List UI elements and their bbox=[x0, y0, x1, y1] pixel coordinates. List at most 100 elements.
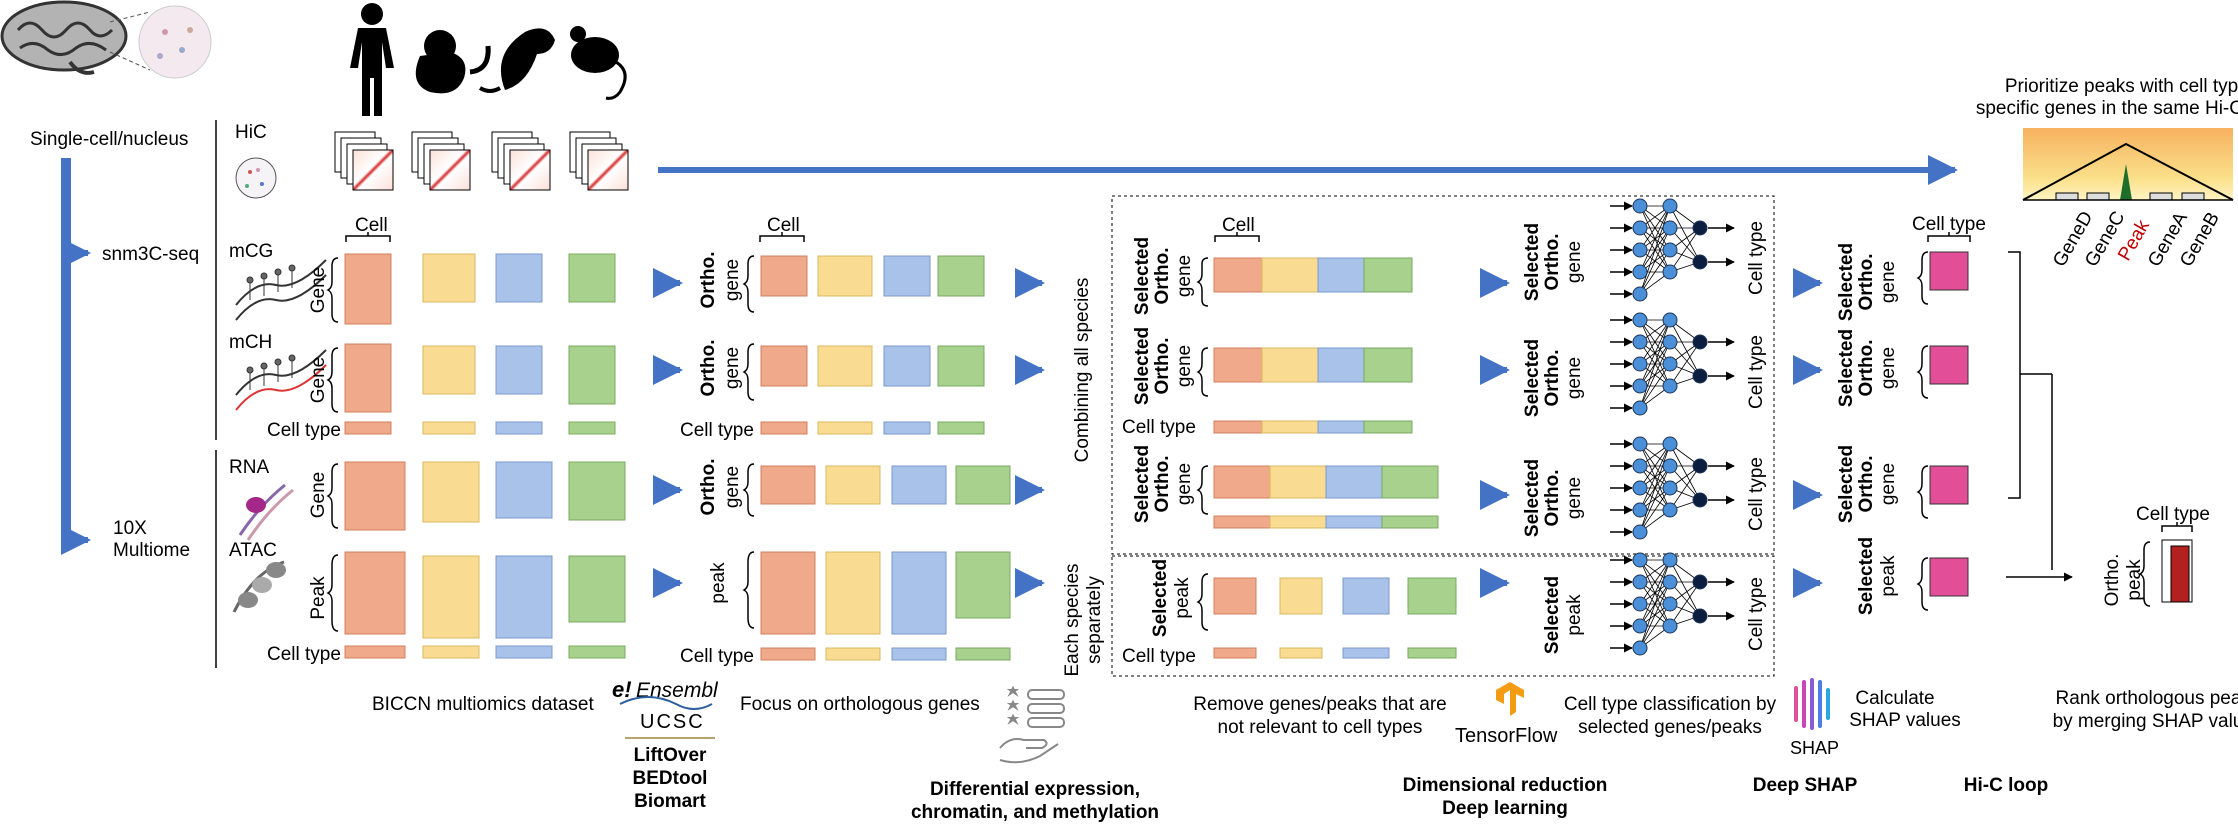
p6-celltype-brace bbox=[2161, 522, 2193, 532]
method-hic-loop: Hi-C loop bbox=[1964, 775, 2048, 796]
hic-label: HiC bbox=[235, 122, 267, 143]
svg-text:Selected: Selected bbox=[1132, 237, 1153, 315]
panel1-matrices bbox=[344, 253, 626, 659]
svg-text:Selected: Selected bbox=[1522, 339, 1543, 417]
multiome-label-2: Multiome bbox=[113, 540, 190, 561]
combined-dashed-box bbox=[1111, 195, 1775, 555]
svg-text:UCSC: UCSC bbox=[640, 711, 705, 733]
arrows-p1-p2 bbox=[653, 268, 683, 598]
svg-text:Cell type: Cell type bbox=[1746, 335, 1767, 409]
nn-labels: Selected Ortho. gene Selected Ortho. gen… bbox=[1522, 221, 1767, 654]
svg-text:gene: gene bbox=[722, 466, 743, 508]
p6-caption-2: by merging SHAP values bbox=[2053, 711, 2238, 732]
p3-row-labels: Selected Ortho. gene Selected Ortho. gen… bbox=[1132, 237, 1195, 637]
p6-title-2: specific genes in the same Hi-C loop bbox=[1976, 98, 2238, 119]
separately-label-2: separately bbox=[1084, 576, 1105, 664]
panel2-matrices bbox=[760, 255, 1011, 661]
svg-text:Ortho.: Ortho. bbox=[1542, 350, 1563, 407]
ranked-peaks-matrix bbox=[2138, 539, 2193, 607]
svg-text:Ortho.: Ortho. bbox=[1856, 340, 1877, 397]
svg-text:gene: gene bbox=[1878, 261, 1899, 303]
tool-liftover: LiftOver bbox=[634, 745, 707, 766]
svg-text:SHAP: SHAP bbox=[1790, 738, 1839, 758]
svg-text:Selected: Selected bbox=[1836, 243, 1857, 321]
svg-text:Selected: Selected bbox=[1522, 223, 1543, 301]
p5-brace bbox=[1916, 345, 1929, 399]
p2-brace bbox=[742, 463, 755, 517]
p6-row-labels: Ortho. peak bbox=[2102, 554, 2145, 607]
p1-brace bbox=[326, 554, 339, 632]
hic-loop-plot bbox=[2022, 128, 2234, 201]
svg-text:gene: gene bbox=[1174, 345, 1195, 387]
separate-dashed-box bbox=[1111, 555, 1775, 677]
p1-mcg-gene-label: Gene bbox=[308, 267, 329, 313]
p3-cell-label: Cell bbox=[1222, 215, 1255, 236]
p3-combined-celltype-label: Cell type bbox=[1122, 417, 1196, 438]
hic-cell-icon bbox=[235, 157, 277, 199]
neural-network bbox=[1610, 312, 1735, 416]
p5-celltype-brace bbox=[1927, 232, 1971, 242]
svg-text:gene: gene bbox=[1878, 347, 1899, 389]
shap-logo: SHAP bbox=[1790, 678, 1839, 758]
p1-brace bbox=[326, 257, 339, 323]
svg-text:peak: peak bbox=[2124, 559, 2145, 601]
atac-label: ATAC bbox=[229, 540, 277, 561]
neural-network bbox=[1610, 436, 1735, 540]
methylation-dna-icon-2 bbox=[235, 349, 327, 411]
panel3-matrices bbox=[1213, 257, 1457, 659]
method-deep-shap: Deep SHAP bbox=[1753, 775, 1858, 796]
p2-caption: Focus on orthologous genes bbox=[740, 694, 980, 715]
svg-text:Ortho.: Ortho. bbox=[1856, 254, 1877, 311]
svg-text:Ortho.: Ortho. bbox=[1152, 248, 1173, 305]
p5-row-labels: Selected Ortho. gene Selected Ortho. gen… bbox=[1836, 243, 1899, 615]
p3-brace bbox=[1196, 573, 1209, 631]
p5-caption-2: SHAP values bbox=[1849, 710, 1961, 731]
checklist-icon bbox=[999, 685, 1065, 764]
source-label: Single-cell/nucleus bbox=[30, 129, 188, 150]
svg-text:Selected: Selected bbox=[1150, 559, 1171, 637]
p3-brace bbox=[1196, 347, 1209, 397]
rna-label: RNA bbox=[229, 457, 269, 478]
mcg-label: mCG bbox=[229, 241, 273, 262]
p1-brace bbox=[326, 347, 339, 413]
p3-cell-brace bbox=[1214, 232, 1260, 242]
tool-biomart: Biomart bbox=[634, 791, 706, 812]
p1-mch-gene-label: Gene bbox=[308, 357, 329, 403]
svg-text:gene: gene bbox=[1564, 241, 1585, 283]
combining-label: Combining all species bbox=[1072, 278, 1093, 463]
hic-matrices bbox=[334, 131, 629, 191]
p2-snm3c-celltype-label: Cell type bbox=[680, 420, 754, 441]
svg-text:Ortho.: Ortho. bbox=[698, 252, 719, 309]
methylation-dna-icon bbox=[235, 259, 327, 321]
svg-text:TensorFlow: TensorFlow bbox=[1455, 725, 1558, 747]
svg-text:Selected: Selected bbox=[1132, 445, 1153, 523]
svg-text:gene: gene bbox=[1564, 357, 1585, 399]
svg-text:Selected: Selected bbox=[1836, 445, 1857, 523]
p3-caption-2: not relevant to cell types bbox=[1218, 717, 1423, 738]
p4-caption-2: selected genes/peaks bbox=[1578, 717, 1762, 738]
p1-multiome-celltype-label: Cell type bbox=[267, 644, 341, 665]
p2-row-labels: Ortho. gene Ortho. gene Ortho. gene peak bbox=[698, 252, 743, 604]
p1-atac-peak-label: Peak bbox=[308, 576, 329, 620]
svg-text:Ensembl: Ensembl bbox=[636, 679, 719, 702]
svg-text:Ortho.: Ortho. bbox=[2102, 554, 2123, 607]
method-dimensional-reduction: Dimensional reduction bbox=[1403, 775, 1608, 796]
monkey-icon bbox=[415, 30, 491, 94]
p6-caption-1: Rank orthologous peaks bbox=[2056, 688, 2238, 709]
svg-text:Ortho.: Ortho. bbox=[1152, 338, 1173, 395]
svg-text:gene: gene bbox=[722, 259, 743, 301]
tools2-line2: chromatin, and methylation bbox=[911, 802, 1159, 823]
neural-network bbox=[1610, 552, 1735, 656]
svg-text:Ortho.: Ortho. bbox=[698, 340, 719, 397]
shap-matrices bbox=[1929, 251, 1969, 597]
mch-label: mCH bbox=[229, 332, 272, 353]
svg-text:gene: gene bbox=[1564, 477, 1585, 519]
p2-brace bbox=[742, 343, 755, 401]
p5-celltype-label: Cell type bbox=[1912, 214, 1986, 235]
svg-text:Cell type: Cell type bbox=[1746, 457, 1767, 531]
neural-networks bbox=[1610, 198, 1735, 656]
neural-network bbox=[1610, 198, 1735, 302]
svg-text:peak: peak bbox=[1172, 577, 1193, 619]
mouse-icon bbox=[570, 26, 627, 100]
